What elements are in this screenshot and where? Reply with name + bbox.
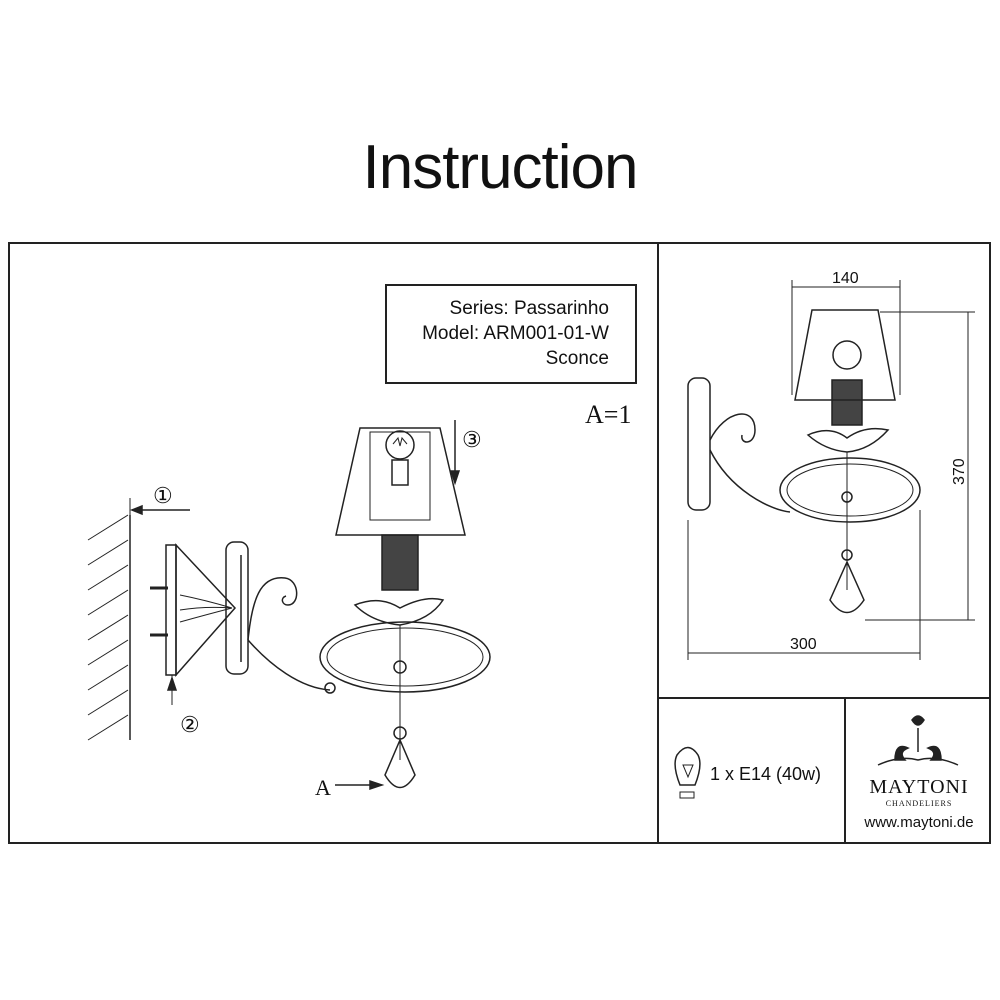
maytoni-logo-ornament [877,715,959,766]
callout-2: ② [180,712,200,737]
dim-height: 370 [951,458,968,485]
wall-hatch [87,514,131,741]
product-info-box: Series: Passarinho Model: ARM001-01-W Sc… [385,284,637,384]
scale-label: A=1 [585,400,632,429]
type-label: Sconce [545,348,609,369]
dimension-view [687,280,975,660]
brand-name: MAYTONI [869,776,969,798]
bulb-spec: 1 x E14 (40w) [710,764,822,784]
divider [844,697,846,844]
detail-a-label: A [315,775,331,800]
callout-1: ① [153,483,173,508]
brand-url: www.maytoni.de [864,814,974,831]
dim-width-total: 300 [790,636,817,653]
brand-tagline: CHANDELIERS [885,799,953,808]
series-label: Series: Passarinho [449,298,609,319]
page-title: Instruction [362,133,638,202]
divider [658,697,991,699]
light-bulb-icon [674,746,701,799]
drawing-frame [8,242,991,844]
model-label: Model: ARM001-01-W [422,323,609,344]
callout-3: ③ [462,427,482,452]
divider [657,242,659,844]
dim-width-top: 140 [832,270,859,287]
